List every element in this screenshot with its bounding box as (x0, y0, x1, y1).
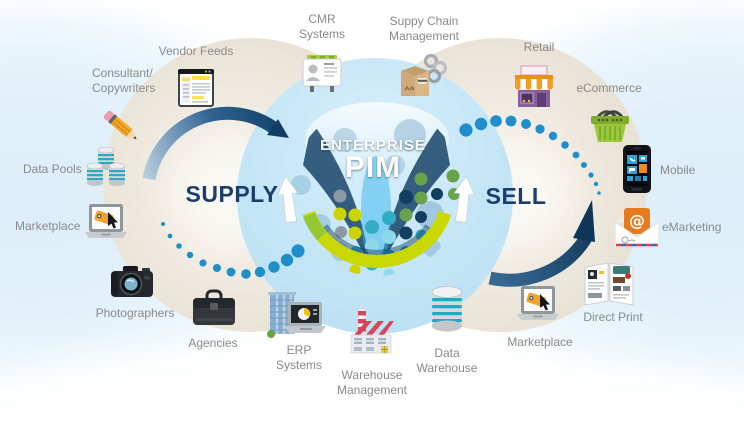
node-label: ERP Systems (275, 343, 322, 372)
building-laptop-icon (266, 290, 326, 347)
node-label: Vendor Feeds (158, 44, 234, 58)
factory-icon (345, 305, 397, 362)
node-label: eMarketing (662, 220, 722, 234)
node-label: CMR Systems (298, 12, 345, 41)
catalog-icon (580, 258, 638, 311)
database-cluster-icon (83, 144, 129, 195)
laptop-tag-icon (82, 202, 130, 249)
node-label: Photographers (95, 306, 175, 320)
camera-icon (108, 259, 156, 308)
node-label: Data Pools (23, 162, 82, 176)
supply-cycle-label: SUPPLY (185, 181, 279, 207)
node-label: Marketplace (507, 335, 573, 349)
email-at-icon: @ (612, 206, 662, 255)
node-label: Agencies (188, 336, 238, 350)
laptop-tag-icon (514, 284, 562, 331)
node-label: Warehouse Management (336, 368, 408, 397)
svg-text:@: @ (629, 211, 645, 230)
node-label: Data Warehouse (416, 346, 478, 375)
node-label: Suppy Chain Management (388, 14, 460, 43)
contact-card-icon (298, 50, 346, 99)
sphere-title-pim: PIM (344, 151, 402, 184)
smartphone-icon (618, 144, 656, 199)
sell-cycle-label: SELL (485, 183, 547, 209)
tablet-feed-icon (174, 68, 218, 113)
storefront-icon (510, 64, 558, 117)
pencil-icon (100, 105, 144, 154)
node-label: Direct Print (583, 310, 643, 324)
database-icon (425, 282, 469, 339)
node-label: Retail (523, 40, 555, 54)
briefcase-icon (190, 287, 238, 332)
node-label: eCommerce (576, 81, 642, 95)
node-label: Consultant/ Copywriters (92, 66, 156, 95)
box-chain-icon (395, 52, 448, 107)
shopping-basket-icon (586, 104, 634, 149)
node-label: Mobile (660, 163, 696, 177)
node-label: Marketplace (15, 219, 81, 233)
